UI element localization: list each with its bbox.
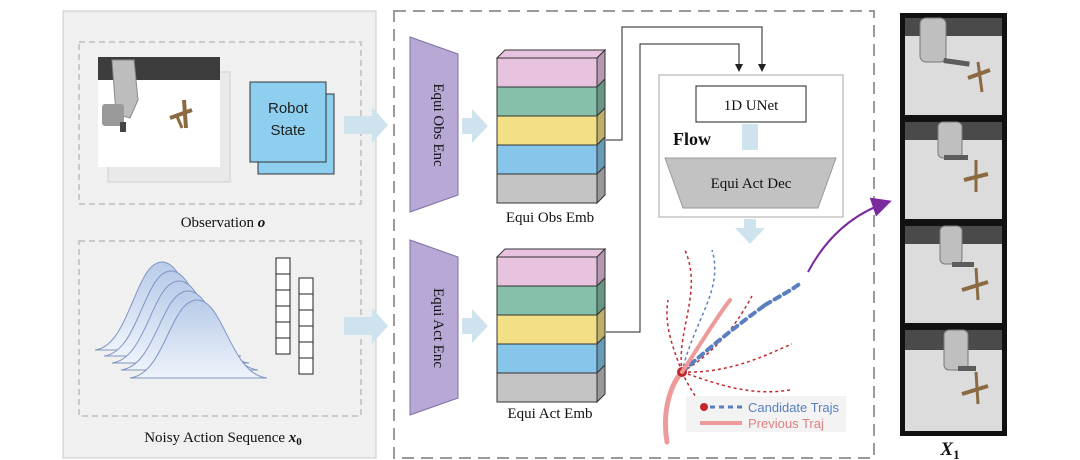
stack-layer: [496, 144, 598, 175]
decoder-label: Equi Act Dec: [711, 176, 792, 192]
output-frames: [900, 13, 1007, 436]
act-embedding-stack: [495, 247, 607, 404]
act-encoder: [409, 239, 459, 416]
robot-state-box: [249, 81, 327, 163]
unet-to-dec-arrow: [742, 124, 758, 150]
stack-top-face: [495, 248, 607, 258]
output-label: X1: [939, 439, 959, 460]
stack-layer: [496, 372, 598, 403]
stack-layer: [496, 256, 598, 287]
stack-side-face: [596, 164, 606, 205]
flow-output-arrow: [735, 219, 765, 244]
act-input-arrow: [344, 308, 388, 344]
obs-enc-arrow: [462, 109, 488, 143]
obs-input-arrow: [344, 107, 388, 143]
act-embedding-label: Equi Act Emb: [508, 406, 593, 422]
stack-layer: [496, 57, 598, 88]
stack-layer: [496, 314, 598, 345]
act-connector-line: [606, 43, 743, 333]
flow-title: Flow: [673, 129, 711, 149]
gaussian-curves: [94, 261, 268, 379]
output-curve-arrow: [807, 197, 892, 273]
stack-layer: [496, 343, 598, 374]
model-panel: [393, 10, 875, 459]
decoder-trapezoid: [664, 157, 837, 209]
obs-embedding-label: Equi Obs Emb: [506, 210, 594, 226]
stack-layer: [496, 285, 598, 316]
obs-connector-line: [606, 26, 766, 141]
observation-label: Observation o: [181, 215, 266, 231]
robot-state-label-line2: State: [270, 122, 305, 139]
legend-previous-label: Previous Traj: [748, 416, 824, 431]
observation-image: [98, 57, 231, 183]
trajectory-legend: [686, 396, 846, 432]
stack-side-face: [596, 363, 606, 404]
noisy-action-label: Noisy Action Sequence x0: [144, 430, 302, 448]
stack-layer: [496, 86, 598, 117]
stack-layer: [496, 115, 598, 146]
unet-label: 1D UNet: [724, 98, 779, 114]
legend-candidate-label: Candidate Trajs: [748, 400, 840, 415]
action-sequence-cells: [275, 257, 314, 375]
trajectories: [662, 247, 804, 445]
act-encoder-label: Equi Act Enc: [430, 288, 446, 368]
noisy-action-box: [78, 240, 362, 417]
obs-embedding-stack: [495, 48, 607, 205]
robot-state-label-line1: Robot: [268, 100, 309, 117]
act-enc-arrow: [462, 309, 488, 343]
obs-encoder-label: Equi Obs Enc: [430, 83, 446, 167]
stack-layer: [496, 173, 598, 204]
obs-encoder: [409, 36, 459, 213]
stack-top-face: [495, 49, 607, 59]
unet-box: [695, 85, 807, 123]
